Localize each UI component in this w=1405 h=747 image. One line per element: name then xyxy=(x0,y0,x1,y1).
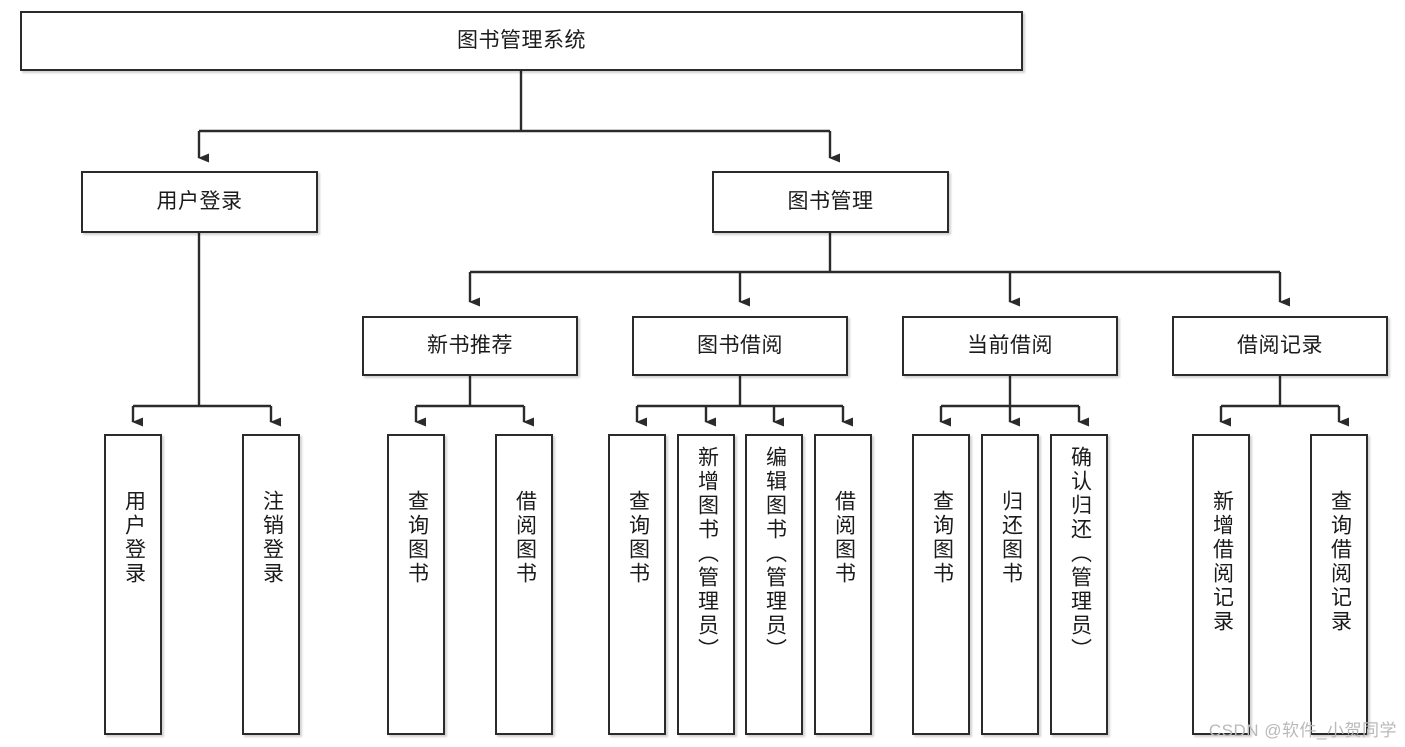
node-leaf-user-login-label: 用户登录 xyxy=(122,490,146,586)
node-leaf-query-book-current-label: 查询图书 xyxy=(930,490,954,586)
node-leaf-add-borrow-record[interactable]: 新增借阅记录 xyxy=(1192,434,1250,735)
node-current-borrow-label: 当前借阅 xyxy=(967,333,1053,357)
node-leaf-query-borrow-record[interactable]: 查询借阅记录 xyxy=(1310,434,1368,735)
node-book-borrow-label: 图书借阅 xyxy=(697,333,783,357)
node-leaf-logout[interactable]: 注销登录 xyxy=(242,434,300,735)
node-leaf-add-borrow-record-label: 新增借阅记录 xyxy=(1210,490,1234,634)
node-leaf-query-book-current[interactable]: 查询图书 xyxy=(912,434,970,735)
node-new-book-recommend[interactable]: 新书推荐 xyxy=(362,316,578,376)
node-leaf-return-book[interactable]: 归还图书 xyxy=(981,434,1039,735)
node-new-book-recommend-label: 新书推荐 xyxy=(427,333,513,357)
node-leaf-query-book-recommend-label: 查询图书 xyxy=(405,490,429,586)
node-book-management[interactable]: 图书管理 xyxy=(712,171,949,233)
node-leaf-confirm-return-admin-label: 确认归还（管理员） xyxy=(1068,446,1092,662)
node-leaf-user-login[interactable]: 用户登录 xyxy=(104,434,162,735)
node-leaf-edit-book-admin-label: 编辑图书（管理员） xyxy=(763,446,787,662)
node-root[interactable]: 图书管理系统 xyxy=(20,11,1023,71)
node-leaf-borrow-book-recommend-label: 借阅图书 xyxy=(513,490,537,586)
node-borrow-record[interactable]: 借阅记录 xyxy=(1172,316,1388,376)
node-leaf-add-book-admin-label: 新增图书（管理员） xyxy=(695,446,719,662)
node-leaf-query-book-borrow-label: 查询图书 xyxy=(626,490,650,586)
node-leaf-logout-label: 注销登录 xyxy=(260,490,284,586)
node-root-label: 图书管理系统 xyxy=(457,28,586,52)
node-user-login[interactable]: 用户登录 xyxy=(81,171,318,233)
node-book-management-label: 图书管理 xyxy=(787,189,874,213)
node-user-login-label: 用户登录 xyxy=(156,189,243,213)
node-book-borrow[interactable]: 图书借阅 xyxy=(632,316,848,376)
node-leaf-borrow-book-recommend[interactable]: 借阅图书 xyxy=(495,434,553,735)
node-leaf-borrow-book-borrow-label: 借阅图书 xyxy=(832,490,856,586)
node-leaf-confirm-return-admin[interactable]: 确认归还（管理员） xyxy=(1050,434,1108,735)
node-leaf-edit-book-admin[interactable]: 编辑图书（管理员） xyxy=(745,434,803,735)
node-leaf-borrow-book-borrow[interactable]: 借阅图书 xyxy=(814,434,872,735)
watermark: CSDN @软件_小贺同学 xyxy=(1208,721,1397,740)
node-borrow-record-label: 借阅记录 xyxy=(1237,333,1323,357)
node-leaf-query-borrow-record-label: 查询借阅记录 xyxy=(1328,490,1352,634)
node-leaf-query-book-recommend[interactable]: 查询图书 xyxy=(387,434,445,735)
node-leaf-query-book-borrow[interactable]: 查询图书 xyxy=(608,434,666,735)
node-leaf-return-book-label: 归还图书 xyxy=(999,490,1023,586)
node-leaf-add-book-admin[interactable]: 新增图书（管理员） xyxy=(677,434,735,735)
node-current-borrow[interactable]: 当前借阅 xyxy=(902,316,1118,376)
